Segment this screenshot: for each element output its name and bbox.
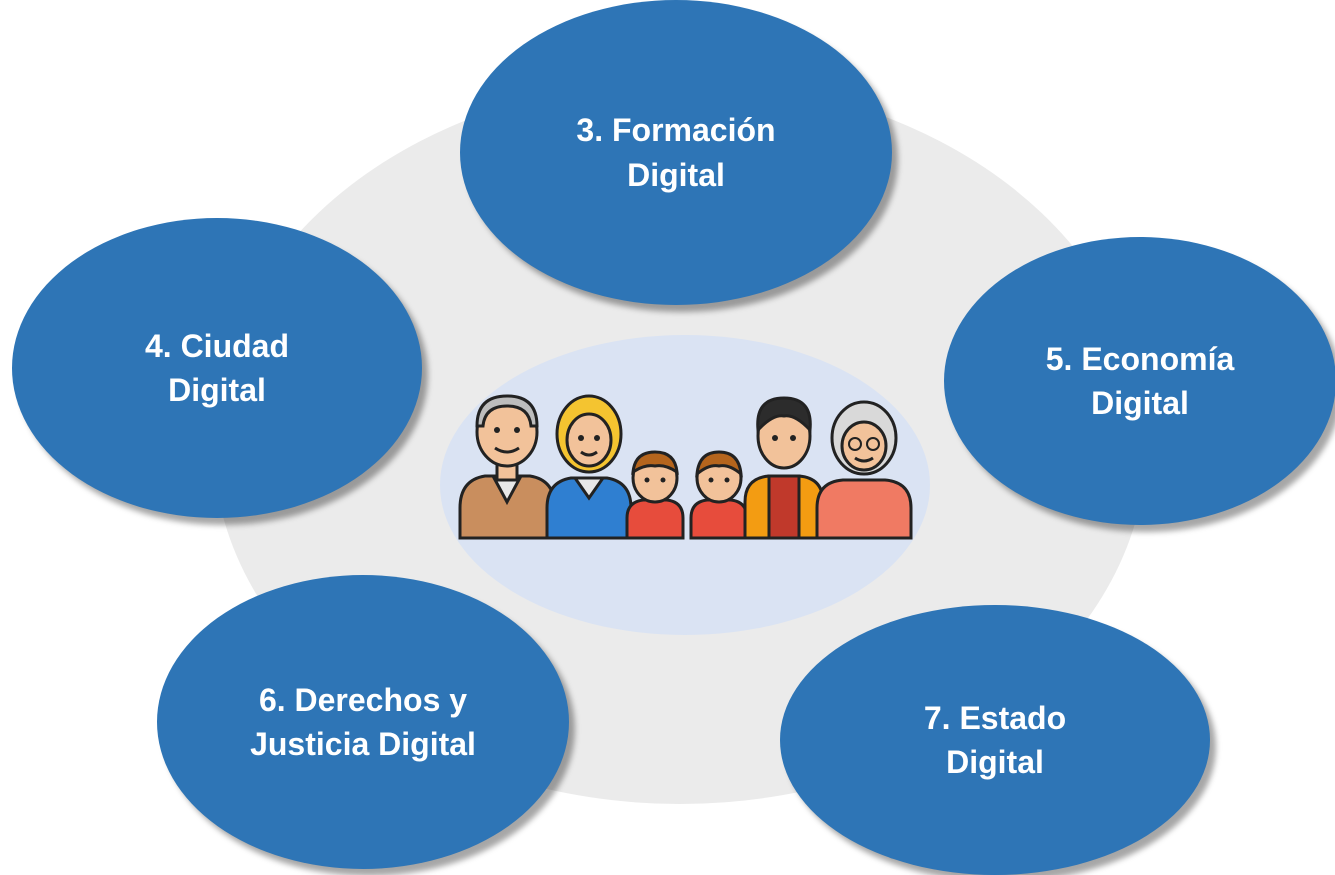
node-economia-digital: 5. Economía Digital	[944, 237, 1335, 525]
node-label-line1: 5. Economía	[1045, 340, 1235, 377]
node-label-line1: 4. Ciudad	[144, 327, 289, 364]
node-label: 7. Estado Digital	[924, 696, 1066, 784]
node-label: 5. Economía Digital	[1046, 337, 1235, 425]
node-estado-digital: 7. Estado Digital	[780, 605, 1210, 875]
grandfather-figure	[458, 394, 557, 540]
node-label-line1: 3. Formación	[576, 112, 776, 149]
node-ciudad-digital: 4. Ciudad Digital	[12, 218, 422, 518]
mother-figure	[545, 394, 633, 540]
node-label-line2: Digital	[168, 372, 266, 408]
girl-figure	[689, 450, 749, 540]
node-label-line2: Digital	[627, 156, 725, 193]
node-label-line1: 6. Derechos y	[258, 681, 468, 718]
node-label: 3. Formación Digital	[576, 108, 775, 196]
boy-figure	[625, 450, 685, 540]
node-label-line2: Digital	[1091, 385, 1189, 421]
node-derechos-justicia-digital: 6. Derechos y Justicia Digital	[157, 575, 569, 869]
node-label: 4. Ciudad Digital	[145, 324, 289, 412]
father-figure	[743, 396, 825, 540]
node-label-line2: Digital	[946, 744, 1044, 780]
grandmother-figure	[815, 400, 913, 540]
node-label: 6. Derechos y Justicia Digital	[250, 678, 476, 766]
node-formacion-digital: 3. Formación Digital	[460, 0, 892, 305]
family-icon	[458, 394, 913, 540]
node-label-line1: 7. Estado	[923, 699, 1067, 736]
node-label-line2: Justicia Digital	[250, 726, 476, 762]
